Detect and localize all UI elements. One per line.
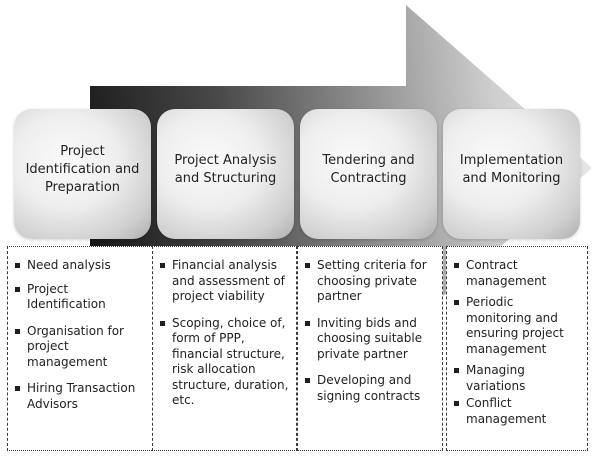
list-item: Periodic monitoring and ensuring project… — [453, 295, 578, 357]
square-bullet-icon — [305, 263, 310, 268]
task-text: Setting criteria for choosing private pa… — [317, 258, 427, 303]
list-item: Scoping, choice of, form of PPP, financi… — [159, 316, 290, 409]
square-bullet-icon — [454, 263, 459, 268]
phase-box-analysis: Project Analysis and Structuring — [157, 109, 294, 239]
phase-box-tendering: Tendering and Contracting — [300, 109, 437, 239]
list-item: Contract management — [453, 258, 554, 289]
list-item: Developing and signing contracts — [304, 373, 435, 404]
list-item: Inviting bids and choosing suitable priv… — [304, 316, 436, 363]
list-item: Managing variations — [453, 363, 546, 394]
phase-title: Tendering and Contracting — [322, 153, 415, 186]
task-list-implementation: Contract management Periodic monitoring … — [446, 246, 588, 451]
task-text: Managing variations — [466, 363, 526, 393]
phase-title: Implementation and Monitoring — [459, 153, 564, 186]
phase-title: Project Identification and Preparation — [25, 144, 140, 195]
square-bullet-icon — [15, 286, 20, 292]
task-text: Hiring Transaction Advisors — [27, 381, 136, 411]
square-bullet-icon — [160, 320, 165, 326]
phase-box-implementation: Implementation and Monitoring — [443, 109, 580, 239]
task-text: Organisation for project management — [27, 323, 124, 369]
task-list-analysis: Financial analysis and assessment of pro… — [152, 246, 297, 451]
list-item: Hiring Transaction Advisors — [14, 381, 137, 412]
task-text: Inviting bids and choosing suitable priv… — [317, 315, 423, 361]
list-item: Project Identification — [14, 282, 127, 313]
task-text: Financial analysis and assessment of pro… — [172, 258, 285, 303]
list-item: Conflict management — [453, 396, 554, 427]
square-bullet-icon — [15, 328, 20, 334]
phase-title: Project Analysis and Structuring — [174, 153, 277, 186]
square-bullet-icon — [454, 300, 459, 305]
square-bullet-icon — [454, 368, 459, 373]
list-item: Organisation for project management — [14, 324, 147, 371]
square-bullet-icon — [160, 263, 165, 268]
task-text: Contract management — [466, 258, 547, 288]
list-item: Need analysis — [14, 258, 147, 274]
task-list-identification: Need analysis Project Identification Org… — [7, 246, 154, 451]
list-item: Setting criteria for choosing private pa… — [304, 258, 436, 305]
square-bullet-icon — [15, 386, 20, 391]
square-bullet-icon — [454, 401, 459, 406]
task-text: Conflict management — [466, 396, 547, 426]
task-text: Project Identification — [27, 281, 106, 312]
task-list-tendering: Setting criteria for choosing private pa… — [297, 246, 443, 451]
task-text: Developing and signing contracts — [317, 373, 421, 403]
square-bullet-icon — [305, 378, 310, 383]
square-bullet-icon — [15, 263, 20, 268]
list-item: Financial analysis and assessment of pro… — [159, 258, 290, 305]
task-text: Scoping, choice of, form of PPP, financi… — [172, 315, 289, 408]
task-text: Periodic monitoring and ensuring project… — [466, 295, 564, 356]
phase-box-identification: Project Identification and Preparation — [14, 109, 151, 239]
square-bullet-icon — [305, 320, 310, 326]
task-text: Need analysis — [27, 258, 111, 272]
